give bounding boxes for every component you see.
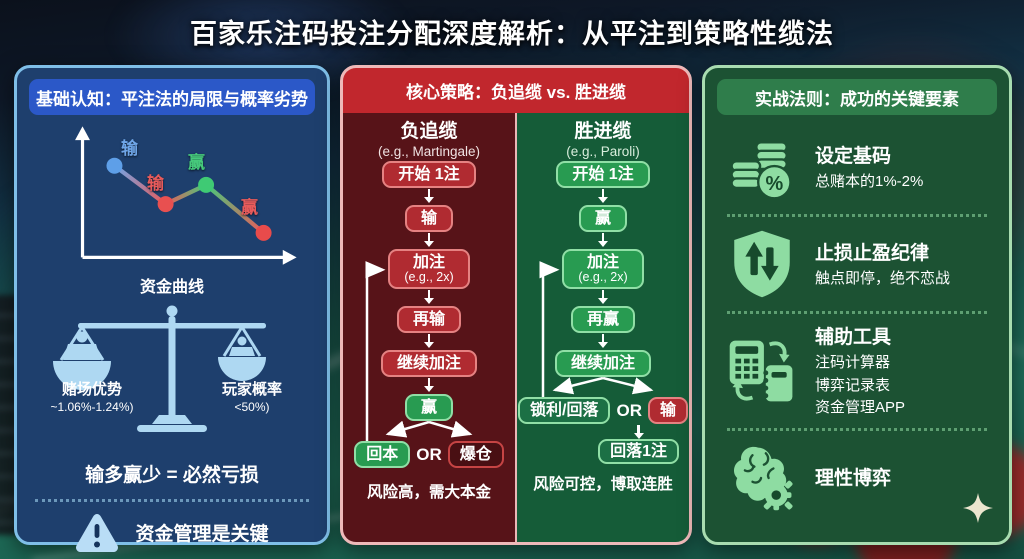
step-win: 赢	[404, 394, 453, 421]
down-arrow-icon	[427, 189, 431, 197]
step-keep-raising: 继续加注	[380, 350, 477, 377]
step-raise: 加注 (e.g., 2x)	[562, 249, 644, 289]
outcome-lose: 输	[647, 397, 688, 424]
middle-panel-header: 核心策略：负追缆 vs. 胜进缆	[343, 68, 689, 113]
down-arrow-icon	[427, 334, 431, 342]
warning-text: 资金管理是关键	[135, 523, 269, 545]
positive-progression-column: 胜进缆 (e.g., Paroli) 开始 1注 赢 加注 (e.g., 2x)…	[517, 113, 689, 542]
warning-row: 资金管理是关键	[17, 512, 327, 552]
point-label-win-1: 赢	[188, 153, 205, 172]
bankroll-chart: 输 输 赢 赢	[25, 121, 319, 271]
svg-text:%: %	[765, 173, 783, 195]
step-win-again: 再赢	[570, 306, 635, 333]
page-title: 百家乐注码投注分配深度解析：从平注到策略性缆法	[190, 19, 834, 49]
down-arrow-icon	[601, 334, 605, 342]
step-start: 开始 1注	[382, 161, 476, 188]
step-lose: 输	[404, 205, 453, 232]
flow-title: 胜进缆	[574, 121, 632, 142]
flow-subtitle: (e.g., Paroli)	[566, 144, 640, 159]
left-panel: 基础认知：平注法的局限与概率劣势	[14, 65, 330, 552]
left-panel-header: 基础认知：平注法的局限与概率劣势	[29, 79, 315, 115]
dotted-divider	[35, 499, 309, 502]
outcome-lock-profit: 锁利/回落	[518, 397, 611, 424]
house-edge-label: 赌场优势 ~1.06%-1.24%)	[50, 381, 134, 414]
step-keep-raising: 继续加注	[554, 350, 651, 377]
down-arrow-icon	[427, 233, 431, 241]
coins-percent-icon: %	[723, 128, 801, 206]
step-win: 赢	[578, 205, 627, 232]
point-label-loss-2: 输	[147, 174, 164, 193]
or-label: OR	[616, 400, 642, 420]
right-panel: 实战法则：成功的关键要素 %	[702, 65, 1012, 545]
player-probability-label: 玩家概率 <50%)	[221, 381, 282, 414]
rule-item-stop-discipline: 止损止盈纪律 触点即停，绝不恋战	[719, 218, 995, 310]
down-arrow-icon	[601, 290, 605, 298]
flow-caption: 风险可控，博取连胜	[533, 476, 673, 493]
sparkle-icon	[961, 491, 995, 530]
dotted-divider	[727, 214, 987, 217]
flow-caption: 风险高，需大本金	[366, 484, 491, 501]
step-fall-back: 回落1注	[598, 439, 679, 464]
negative-progression-column: 负追缆 (e.g., Martingale) 开始 1注 输 加注 (e.g.,…	[343, 113, 515, 542]
rule-item-tools: 辅助工具 注码计算器 博弈记录表 资金管理APP	[719, 315, 995, 427]
rule-item-rational-play: 理性博弈	[719, 432, 995, 524]
down-arrow-icon	[601, 189, 605, 197]
split-arrows	[552, 377, 654, 395]
down-arrow-icon	[427, 378, 431, 386]
or-label: OR	[416, 444, 442, 464]
final-step-row: 回落1注	[517, 424, 689, 464]
outcome-row: 回本 OR 爆仓	[354, 441, 504, 468]
shield-arrows-icon	[723, 225, 801, 303]
down-arrow-icon	[601, 233, 605, 241]
rule-item-base-unit: % 设定基码 总赌本的1%-2%	[719, 121, 995, 213]
point-label-loss-1: 输	[121, 139, 138, 158]
chart-caption: 资金曲线	[139, 279, 204, 296]
flow-subtitle: (e.g., Martingale)	[377, 144, 481, 159]
outcome-row: 锁利/回落 OR 输	[518, 397, 688, 424]
bankroll-chart-canvas	[75, 126, 297, 265]
flow-title: 负追缆	[400, 121, 458, 142]
step-raise: 加注 (e.g., 2x)	[388, 249, 470, 289]
step-start: 开始 1注	[556, 161, 650, 188]
brain-gear-icon	[723, 439, 801, 517]
warning-triangle-icon	[76, 514, 119, 552]
middle-panel: 核心策略：负追缆 vs. 胜进缆 负追缆 (e.g., Martingale) …	[340, 65, 692, 545]
conclusion-text: 输多赢少 = 必然亏损	[85, 465, 259, 486]
split-arrows	[385, 421, 473, 438]
balance-section: 赌场优势 ~1.06%-1.24%) 玩家概率 <50%)	[23, 301, 321, 451]
outcome-break-even: 回本	[354, 441, 411, 468]
step-lose-again: 再输	[396, 306, 461, 333]
dotted-divider	[727, 311, 987, 314]
dotted-divider	[727, 427, 987, 431]
right-panel-header: 实战法则：成功的关键要素	[717, 79, 997, 115]
balance-scale-icon	[53, 305, 266, 432]
down-arrow-icon	[427, 290, 431, 298]
calculator-notebook-icon	[723, 332, 801, 410]
down-arrow-icon	[637, 425, 640, 433]
outcome-bust: 爆仓	[447, 441, 504, 468]
point-label-win-2: 赢	[241, 198, 258, 217]
